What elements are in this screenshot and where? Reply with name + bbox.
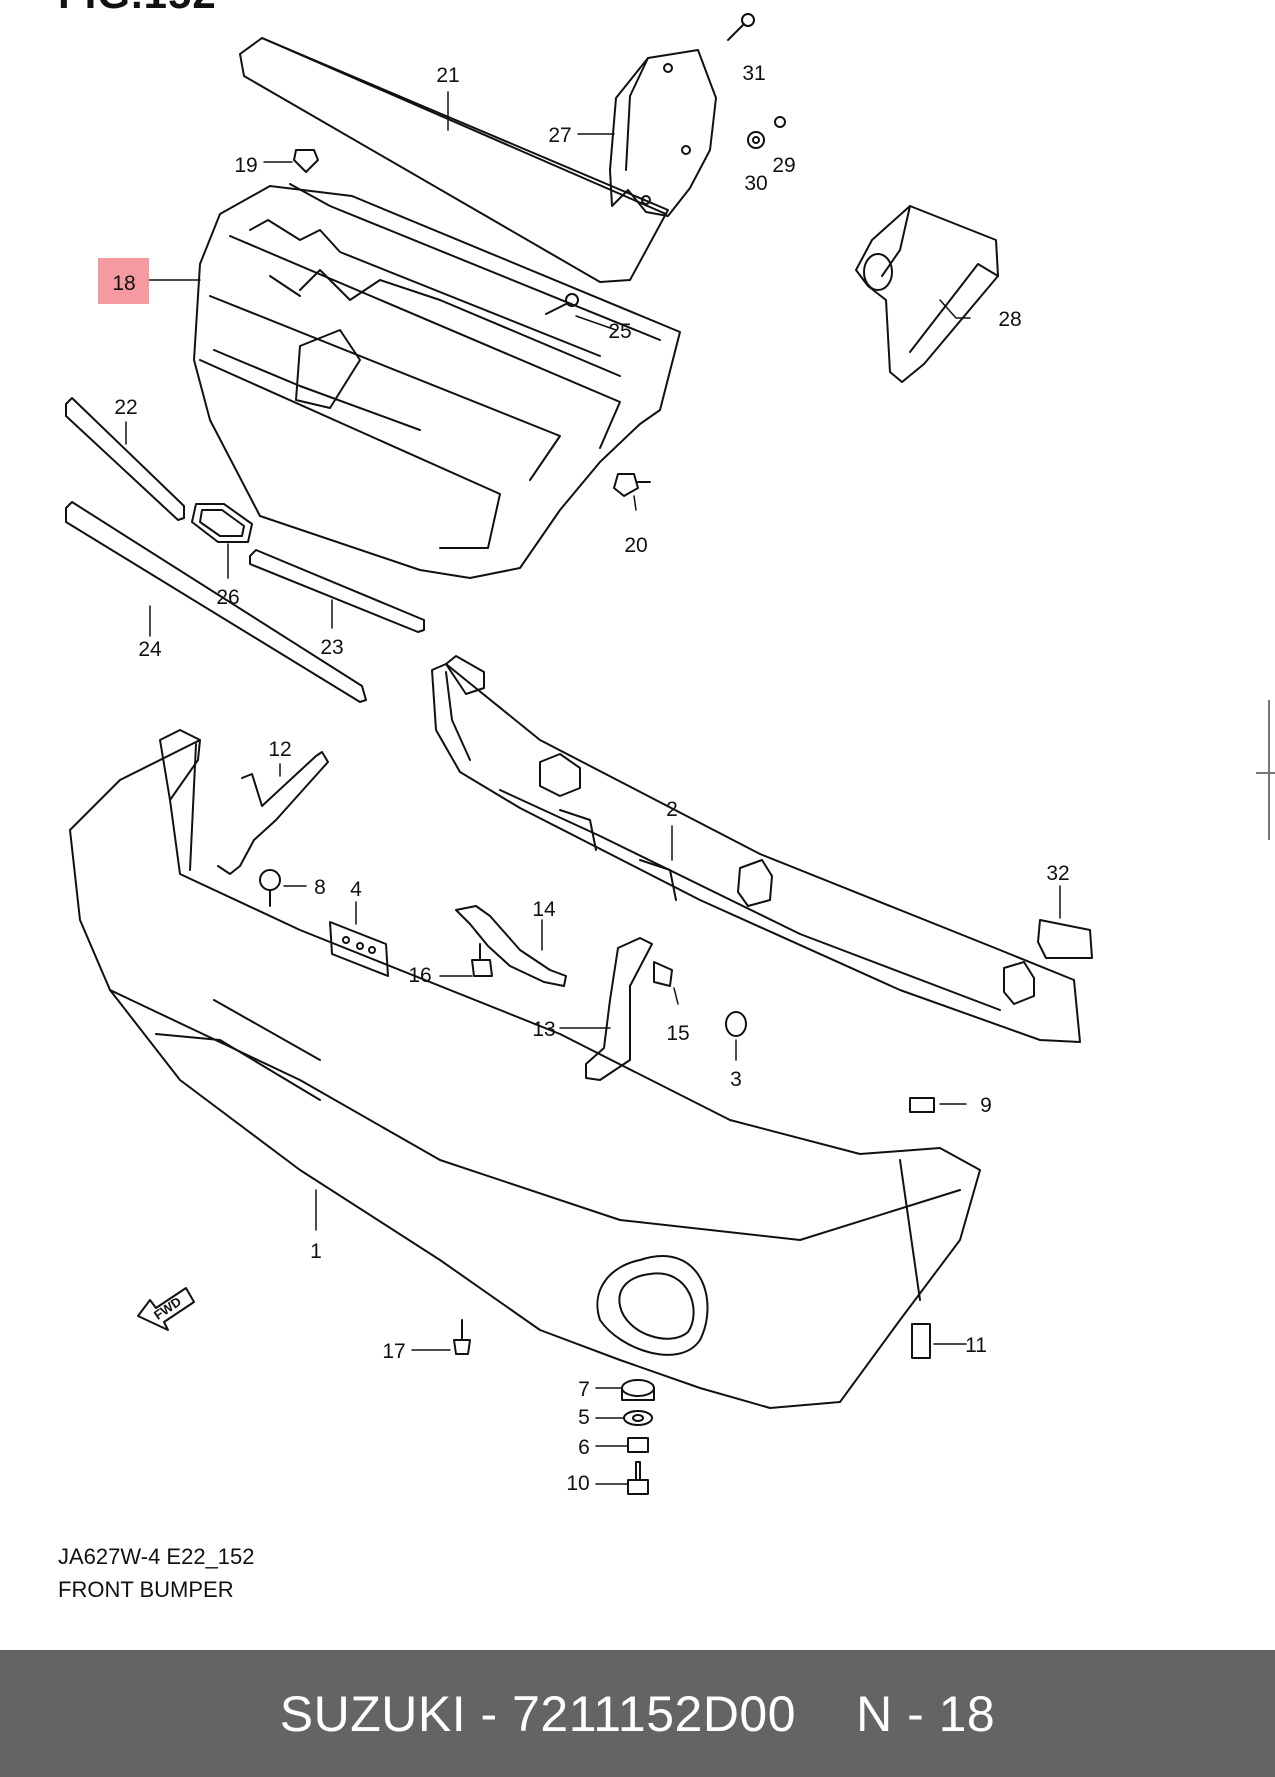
side-bracket-right bbox=[855, 205, 999, 383]
callout-19: 19 bbox=[234, 154, 257, 177]
fastener-8 bbox=[259, 869, 281, 907]
side-bracket-left bbox=[609, 49, 717, 217]
callout-23: 23 bbox=[320, 636, 343, 659]
license-plate-bracket bbox=[329, 921, 389, 977]
callout-16: 16 bbox=[408, 964, 431, 987]
callout-6: 6 bbox=[578, 1436, 590, 1459]
grille-moulding-lower bbox=[65, 501, 367, 703]
callout-31: 31 bbox=[742, 62, 765, 85]
leader-lines bbox=[125, 91, 1061, 1485]
callout-12: 12 bbox=[268, 738, 291, 761]
callout-24: 24 bbox=[138, 638, 162, 661]
callout-17: 17 bbox=[382, 1340, 405, 1363]
grille-moulding-upper bbox=[65, 397, 185, 521]
fastener-11 bbox=[911, 1323, 931, 1359]
callout-13: 13 bbox=[532, 1018, 555, 1041]
front-bumper-cover bbox=[69, 729, 981, 1409]
scrollbar-track[interactable] bbox=[1268, 700, 1270, 840]
callout-32: 32 bbox=[1046, 862, 1069, 885]
fastener-19 bbox=[293, 149, 319, 173]
forward-direction-arrow bbox=[137, 1287, 195, 1331]
center-bracket bbox=[455, 905, 567, 987]
fastener-25 bbox=[545, 293, 579, 315]
callout-11: 11 bbox=[965, 1334, 987, 1357]
bumper-side-bracket-left bbox=[217, 751, 329, 875]
part-number: 7211152D00 bbox=[512, 1685, 797, 1742]
callout-22: 22 bbox=[114, 396, 137, 419]
callout-5: 5 bbox=[578, 1406, 590, 1429]
fastener-16 bbox=[471, 943, 493, 977]
callout-14: 14 bbox=[532, 898, 556, 921]
reference-number: N - 18 bbox=[856, 1685, 996, 1742]
upper-garnish-strip bbox=[239, 37, 669, 283]
fastener-5 bbox=[623, 1410, 653, 1426]
fastener-30 bbox=[747, 131, 765, 149]
callout-4: 4 bbox=[350, 878, 362, 901]
scrollbar-handle[interactable] bbox=[1256, 772, 1275, 774]
callout-28: 28 bbox=[998, 308, 1021, 331]
fastener-17 bbox=[453, 1319, 471, 1355]
callout-8: 8 bbox=[314, 876, 326, 899]
reinforcement-end-cap bbox=[1037, 919, 1093, 959]
callout-29: 29 bbox=[772, 154, 795, 177]
callout-3: 3 bbox=[730, 1068, 742, 1091]
callout-7: 7 bbox=[578, 1378, 590, 1401]
figure-label: FIG.152 bbox=[58, 0, 217, 18]
footer-dash: - bbox=[480, 1685, 498, 1742]
grille-moulding-middle bbox=[249, 549, 425, 633]
callout-26: 26 bbox=[216, 586, 239, 609]
callout-21: 21 bbox=[436, 64, 459, 87]
fastener-31 bbox=[727, 13, 755, 41]
grille-emblem bbox=[191, 503, 253, 543]
brand-name: SUZUKI bbox=[279, 1685, 467, 1742]
callout-27: 27 bbox=[548, 124, 571, 147]
fastener-7 bbox=[621, 1379, 655, 1401]
callout-30: 30 bbox=[744, 172, 767, 195]
fastener-6 bbox=[627, 1437, 649, 1453]
bumper-reinforcement bbox=[431, 655, 1081, 1043]
fastener-20 bbox=[613, 473, 651, 497]
bumper-side-bracket-right bbox=[585, 937, 653, 1081]
radiator-grille bbox=[193, 183, 681, 579]
diagram-title: FRONT BUMPER bbox=[58, 1577, 234, 1602]
fastener-10 bbox=[627, 1461, 649, 1495]
part-info-footer: SUZUKI - 7211152D00 N - 18 bbox=[0, 1650, 1275, 1777]
exploded-parts-diagram: 21 31 27 29 30 19 18 25 28 22 20 26 23 2… bbox=[65, 13, 1093, 1495]
callout-20: 20 bbox=[624, 534, 647, 557]
highlight-callout-box bbox=[98, 258, 149, 304]
callout-2: 2 bbox=[666, 798, 678, 821]
fastener-15 bbox=[653, 961, 673, 987]
fastener-9 bbox=[909, 1097, 935, 1113]
callout-9: 9 bbox=[980, 1094, 992, 1117]
callout-18: 18 bbox=[112, 272, 135, 295]
diagram-code: JA627W-4 E22_152 bbox=[58, 1544, 255, 1569]
callout-25: 25 bbox=[608, 320, 631, 343]
fastener-29 bbox=[774, 116, 786, 128]
fastener-3 bbox=[725, 1011, 747, 1037]
callout-10: 10 bbox=[566, 1472, 589, 1495]
callout-1: 1 bbox=[310, 1240, 322, 1263]
callout-15: 15 bbox=[666, 1022, 689, 1045]
